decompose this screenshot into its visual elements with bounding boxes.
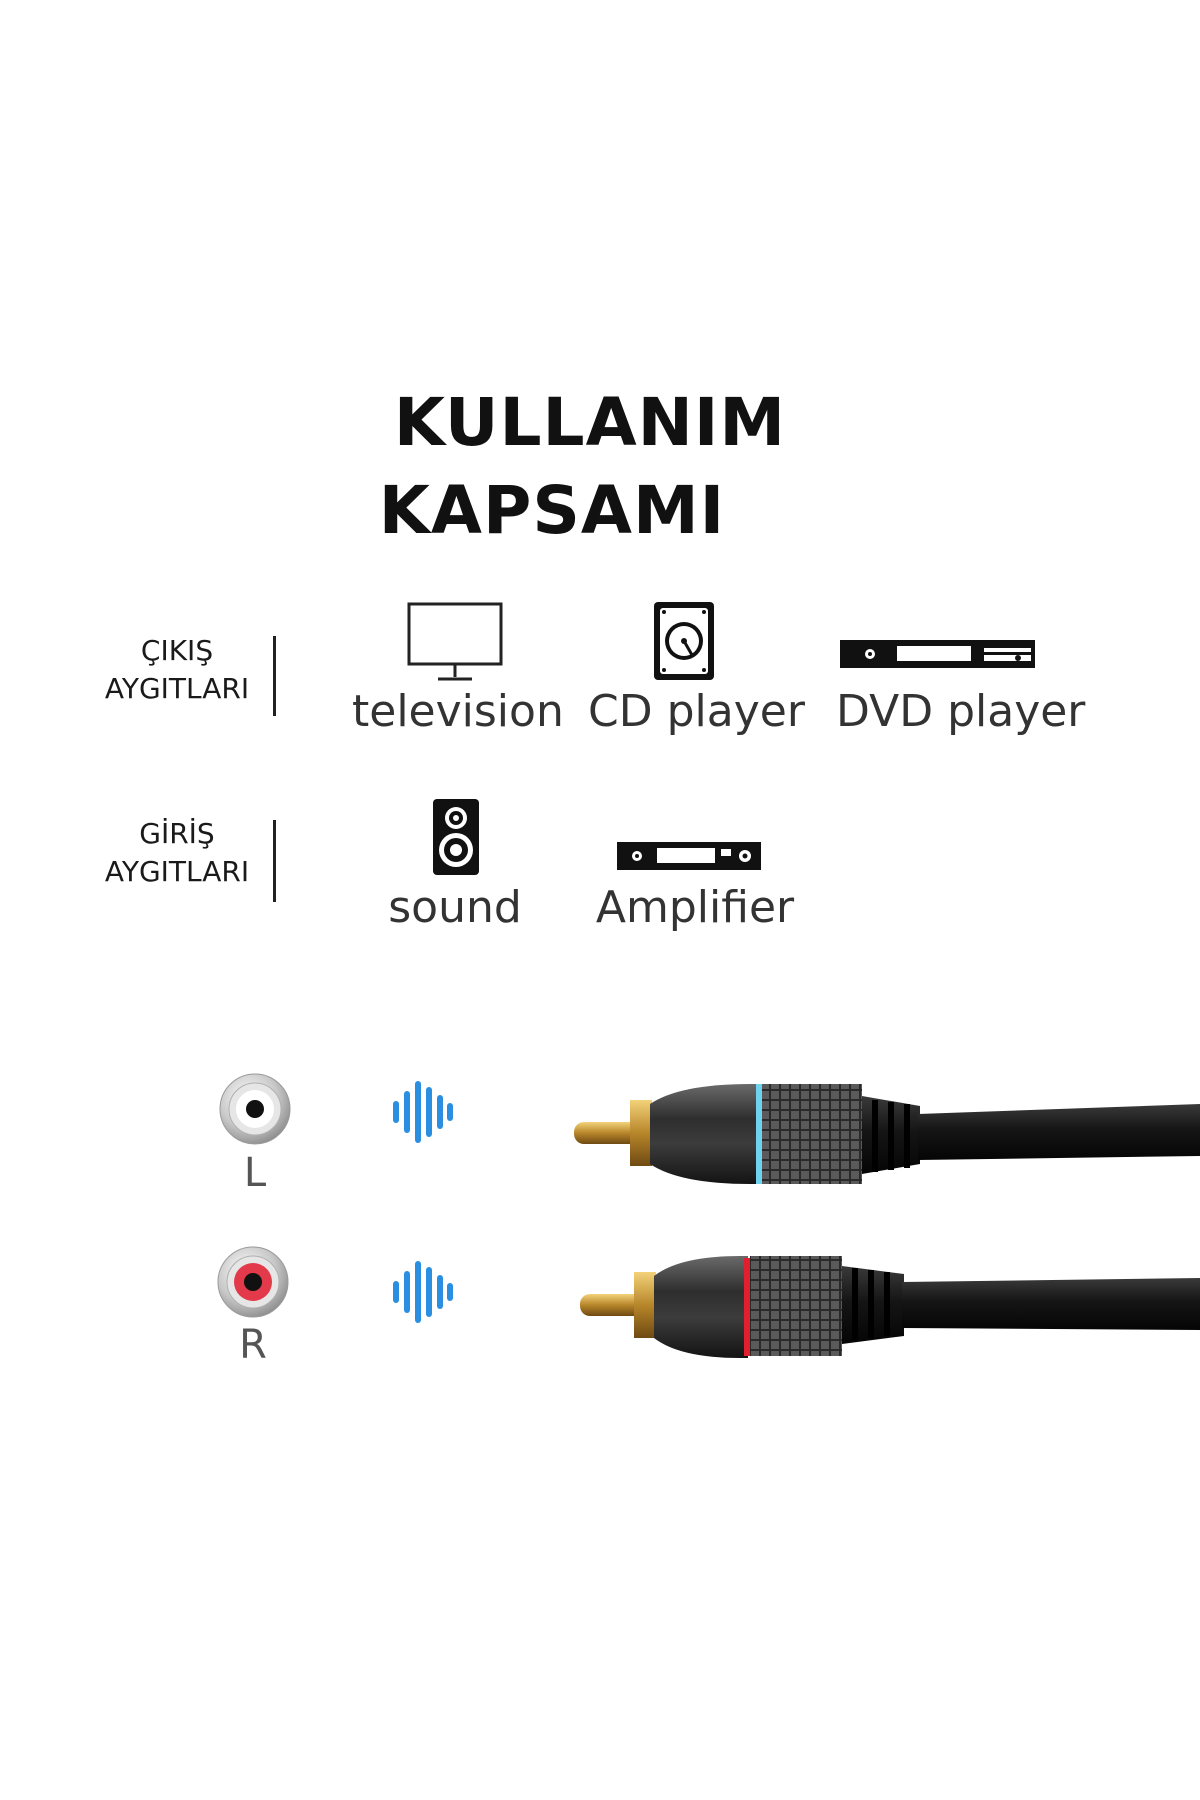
rca-plug-right	[580, 1256, 1200, 1358]
dvd-player-icon	[840, 640, 1035, 668]
input-devices-label: GİRİŞ AYGITLARI	[82, 815, 272, 891]
audio-wave-left-icon	[393, 1081, 453, 1143]
input-devices-label-line-1: GİRİŞ	[139, 817, 215, 850]
speaker-icon	[433, 799, 479, 875]
page-title-line-1: KULLANIM	[393, 384, 787, 461]
audio-wave-right-icon	[393, 1261, 453, 1323]
device-label-dvd-player: DVD player	[836, 686, 1086, 737]
device-label-cd-player: CD player	[588, 686, 805, 737]
output-divider	[273, 636, 276, 716]
device-label-television: television	[352, 686, 564, 737]
output-devices-label-line-2: AYGITLARI	[104, 672, 250, 705]
device-label-sound: sound	[388, 882, 522, 933]
input-divider	[273, 820, 276, 902]
channel-label-right: R	[239, 1322, 267, 1368]
amplifier-icon	[617, 842, 761, 870]
output-devices-label: ÇIKIŞ AYGITLARI	[82, 632, 272, 708]
rca-jack-left-icon	[219, 1073, 291, 1145]
page-title-line-2: KAPSAMI	[378, 472, 726, 549]
cd-player-icon	[654, 602, 714, 680]
channel-label-left: L	[243, 1150, 267, 1196]
device-label-amplifier: Amplifier	[595, 882, 795, 933]
television-icon	[407, 602, 503, 681]
output-devices-label-line-1: ÇIKIŞ	[140, 634, 214, 667]
rca-jack-right-icon	[217, 1246, 289, 1318]
rca-cable-image	[574, 1084, 1200, 1358]
rca-plug-left	[574, 1084, 1200, 1184]
input-devices-label-line-2: AYGITLARI	[104, 855, 250, 888]
